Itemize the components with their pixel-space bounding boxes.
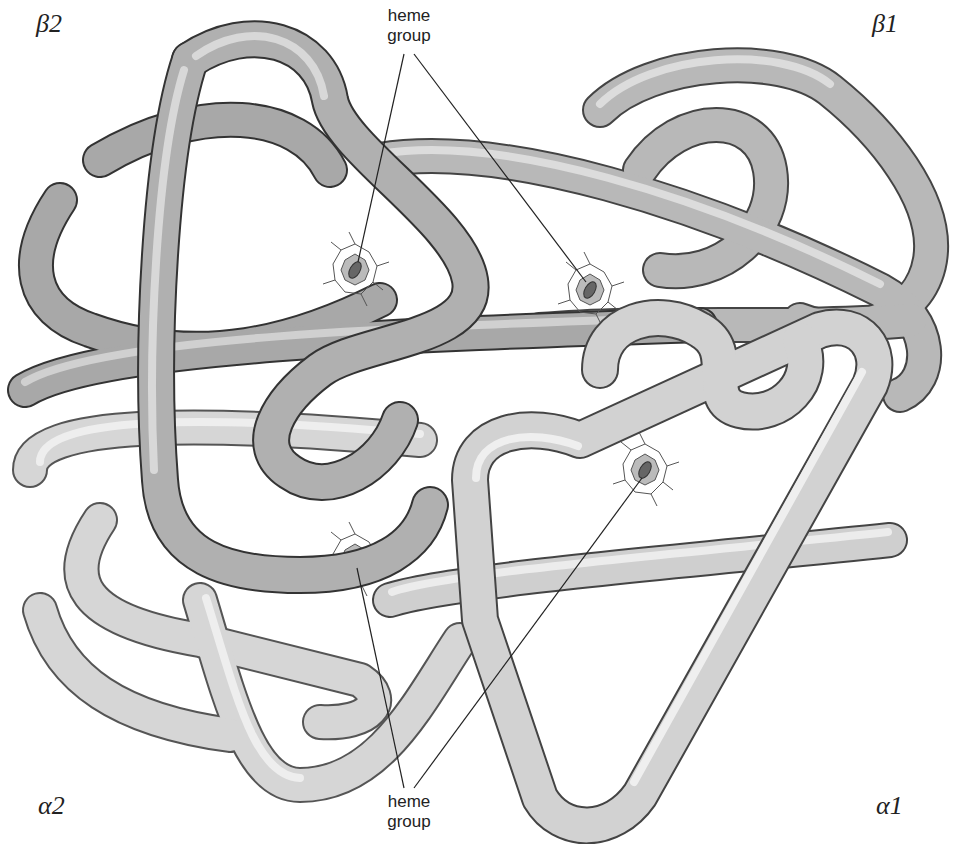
leader-lines [357, 54, 642, 788]
chain-label: α1 [876, 792, 903, 821]
heme-label: heme group [376, 6, 442, 47]
alpha1-chain [470, 318, 874, 825]
heme-label: heme group [376, 792, 442, 833]
beta2-chain [152, 36, 470, 575]
chain-label: β2 [36, 10, 62, 39]
chain-label: α2 [38, 792, 65, 821]
chain-label: β1 [872, 10, 898, 39]
